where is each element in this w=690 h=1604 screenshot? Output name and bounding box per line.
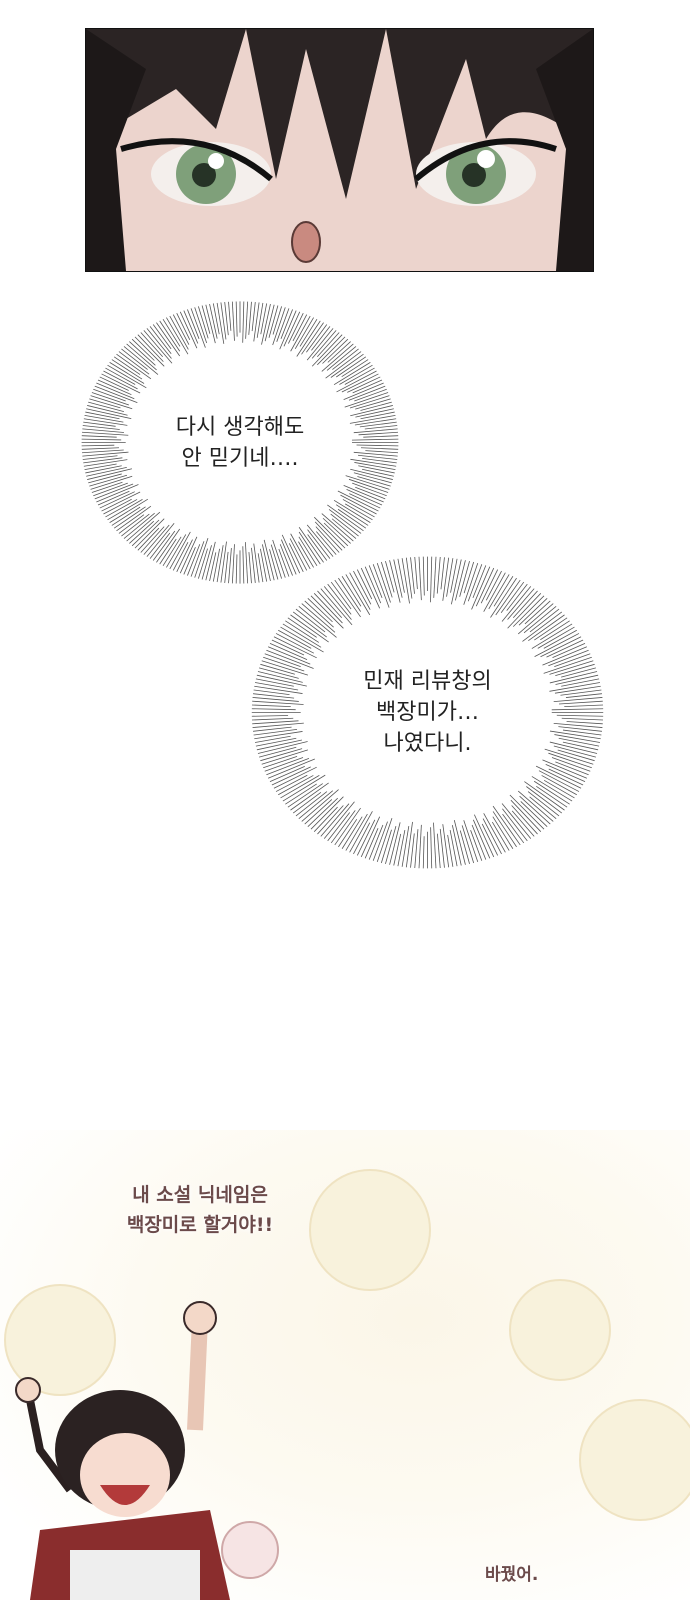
caption-line: 내 소설 닉네임은 (132, 1184, 268, 1206)
bubble-text-line: 다시 생각해도 (175, 414, 305, 440)
thought-bubble-2: 민재 리뷰창의 백장미가… 나였다니. (250, 555, 605, 870)
bubble-text-line: 나였다니. (383, 731, 472, 756)
flashback-scene: 내 소설 닉네임은 백장미로 할거야!! 바꿨어. (0, 1130, 690, 1600)
thought-bubble-1: 다시 생각해도 안 믿기네…. (80, 300, 400, 585)
flashback-caption: 내 소설 닉네임은 백장미로 할거야!! (100, 1180, 300, 1240)
burst-lines (251, 556, 604, 869)
child-with-roses-illustration (4, 1169, 690, 1600)
girl-eyes-illustration (86, 29, 593, 271)
bubble-text-line: 백장미가… (376, 700, 479, 725)
burst-lines (81, 301, 399, 584)
caption-line: 백장미로 할거야!! (126, 1214, 274, 1236)
bottom-caption: 바꿨어. (485, 1565, 539, 1585)
bubble-text-line: 안 믿기네…. (181, 445, 299, 471)
bubble-text-line: 민재 리뷰창의 (363, 669, 492, 694)
eyes-close-up-panel (85, 28, 594, 272)
